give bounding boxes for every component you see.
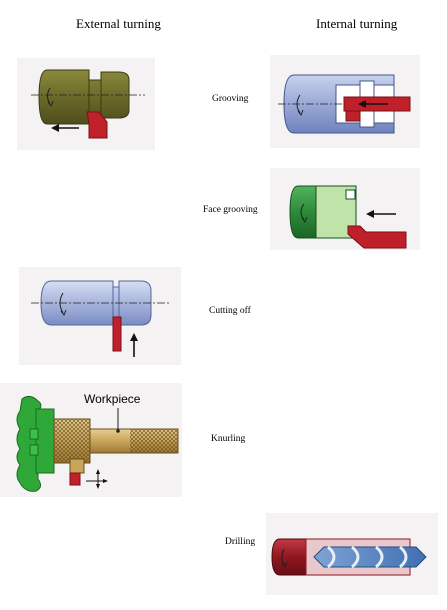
workpiece-label: Workpiece	[84, 392, 141, 406]
label-grooving: Grooving	[212, 94, 249, 104]
external-cutting-off-illustration	[19, 267, 181, 365]
knurling-illustration: Workpiece	[0, 383, 182, 497]
external-grooving-illustration	[17, 58, 155, 150]
internal-face-grooving-illustration	[270, 168, 420, 250]
label-face-grooving: Face grooving	[203, 205, 258, 215]
header-internal-turning: Internal turning	[316, 16, 398, 31]
label-cutting-off: Cutting off	[209, 306, 251, 316]
label-knurling: Knurling	[211, 434, 246, 444]
label-drilling: Drilling	[225, 537, 256, 547]
internal-grooving-illustration	[270, 55, 420, 148]
drilling-illustration	[266, 513, 438, 595]
header-external-turning: External turning	[76, 16, 161, 31]
